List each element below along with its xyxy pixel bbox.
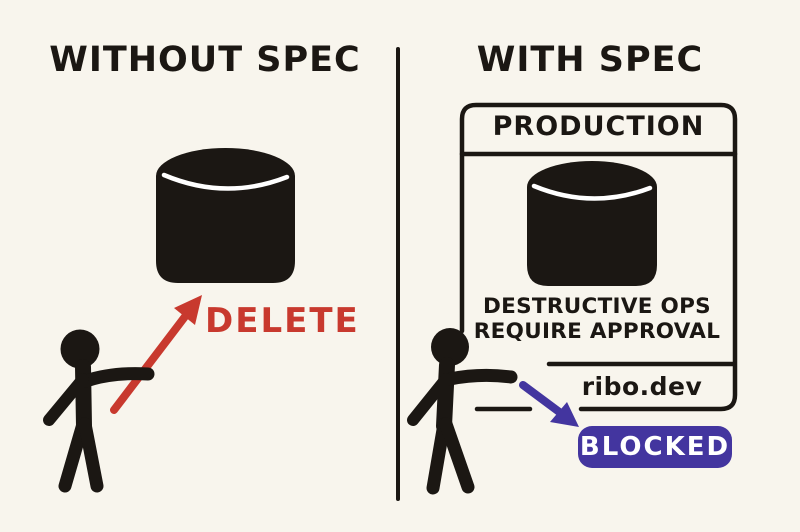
policy-line-1: DESTRUCTIVE OPS (483, 294, 711, 319)
database-icon (156, 148, 295, 283)
production-box-label: PRODUCTION (492, 111, 705, 142)
left-panel-title: WITHOUT SPEC (49, 40, 361, 80)
policy-line-2: REQUIRE APPROVAL (473, 319, 721, 344)
brand-label: ribo.dev (581, 372, 703, 401)
right-panel-title: WITH SPEC (476, 40, 704, 80)
delete-arrow-icon (110, 295, 202, 414)
person-pointing-icon (407, 328, 518, 495)
policy-text: DESTRUCTIVE OPS REQUIRE APPROVAL (467, 294, 727, 344)
delete-action-label: DELETE (205, 301, 360, 341)
blocked-badge-label: BLOCKED (579, 432, 731, 462)
blocked-arrow-icon (513, 375, 580, 430)
database-icon (527, 161, 657, 286)
person-pointing-icon (43, 329, 155, 493)
production-box-outline (459, 102, 738, 412)
blocked-badge: BLOCKED (578, 426, 732, 468)
